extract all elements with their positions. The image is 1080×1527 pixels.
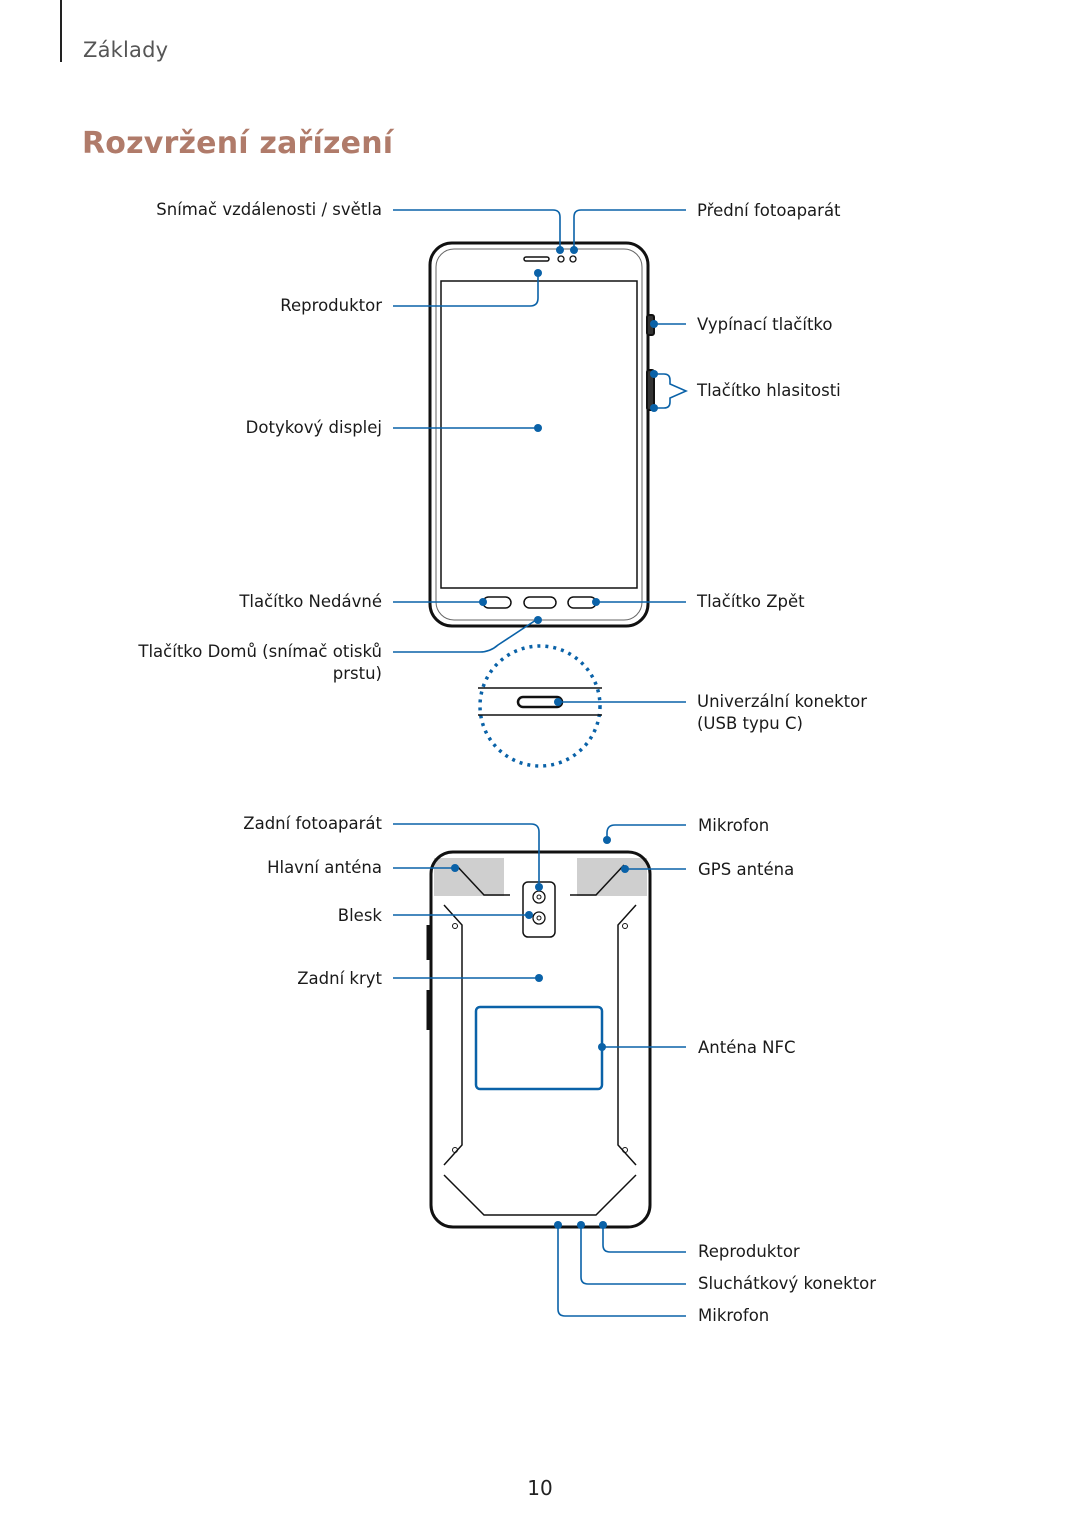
label-speaker-bottom: Reproduktor (698, 1242, 800, 1261)
label-nfc-antenna: Anténa NFC (698, 1038, 796, 1057)
label-gps-antenna: GPS anténa (698, 860, 795, 879)
label-rear-camera: Zadní fotoaparát (243, 814, 382, 833)
label-earphone-jack: Sluchátkový konektor (698, 1274, 877, 1293)
label-recents-key: Tlačítko Nedávné (239, 592, 382, 611)
label-back-key: Tlačítko Zpět (697, 592, 805, 611)
callout-dots (451, 246, 658, 1229)
page-number: 10 (527, 1476, 553, 1500)
usb-magnifier (478, 644, 602, 768)
label-touchscreen: Dotykový displej (245, 418, 382, 437)
label-home-key-line2: prstu) (332, 664, 382, 683)
label-volume-key: Tlačítko hlasitosti (697, 381, 841, 400)
label-microphone-bottom: Mikrofon (698, 1306, 770, 1325)
label-home-key-line1: Tlačítko Domů (snímač otisků (138, 642, 382, 661)
label-speaker-front: Reproduktor (280, 296, 382, 315)
section-header: Základy (83, 38, 169, 62)
label-front-camera: Přední fotoaparát (697, 201, 841, 220)
label-flash: Blesk (337, 906, 382, 925)
callout-lines (393, 209, 688, 1317)
front-device (428, 241, 655, 628)
label-usb-line2: (USB typu C) (697, 714, 803, 733)
label-usb-line1: Univerzální konektor (697, 692, 868, 711)
label-power-key: Vypínací tlačítko (697, 315, 833, 334)
label-main-antenna: Hlavní anténa (267, 858, 382, 877)
label-proximity-sensor: Snímač vzdálenosti / světla (156, 200, 382, 219)
label-microphone-top: Mikrofon (698, 816, 770, 835)
page-title: Rozvržení zařízení (82, 126, 394, 161)
page-margin-bar (60, 0, 62, 62)
back-device (426, 850, 652, 1229)
label-back-cover: Zadní kryt (297, 969, 382, 988)
